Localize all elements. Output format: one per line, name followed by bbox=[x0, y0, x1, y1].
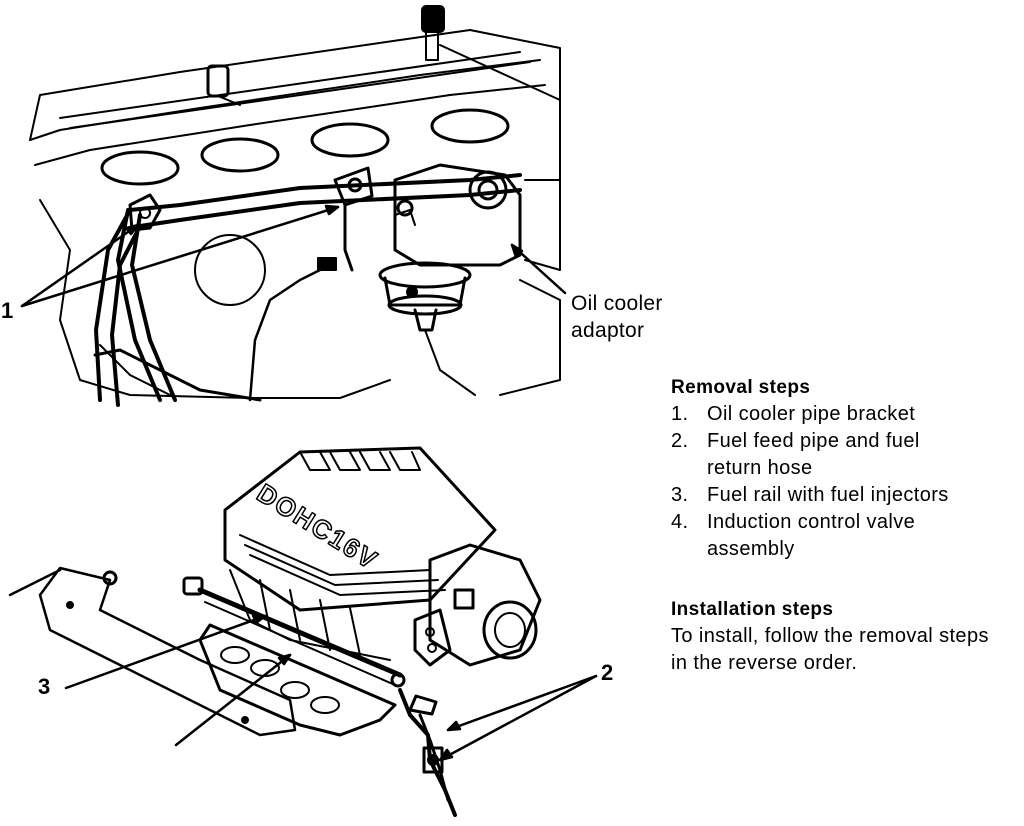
step-text: Induction control valve assembly bbox=[707, 511, 916, 560]
oil-cooler-label: Oil cooler adaptor bbox=[571, 292, 663, 342]
installation-text: To install, follow the removal steps in … bbox=[671, 625, 989, 674]
callout-3-leaders bbox=[8, 568, 292, 747]
step-text: Oil cooler pipe bracket bbox=[707, 403, 916, 425]
callout-1-leaders bbox=[20, 204, 340, 308]
step-number: 2. bbox=[671, 430, 689, 452]
removal-steps: Removal steps 1. Oil cooler pipe bracket… bbox=[671, 374, 1007, 563]
removal-step: 3. Fuel rail with fuel injectors bbox=[671, 482, 1007, 509]
oil-cooler-leader bbox=[510, 243, 567, 295]
callout-2-leaders bbox=[438, 674, 598, 762]
removal-list: 1. Oil cooler pipe bracket 2. Fuel feed … bbox=[671, 401, 1007, 563]
removal-heading: Removal steps bbox=[671, 377, 811, 398]
plenum-engraving: DOHC16V bbox=[252, 478, 384, 576]
installation-heading: Installation steps bbox=[671, 599, 834, 620]
removal-step: 4. Induction control valve assembly bbox=[671, 509, 1007, 563]
removal-step: 1. Oil cooler pipe bracket bbox=[671, 401, 1007, 428]
step-number: 4. bbox=[671, 511, 689, 533]
callout-2: 2 bbox=[601, 660, 614, 685]
step-text: Fuel feed pipe and fuel return hose bbox=[707, 430, 920, 479]
removal-step: 2. Fuel feed pipe and fuel return hose bbox=[671, 428, 1007, 482]
installation-steps: Installation steps To install, follow th… bbox=[671, 596, 1011, 677]
step-text: Fuel rail with fuel injectors bbox=[707, 484, 949, 506]
intake-manifold-view bbox=[38, 446, 542, 817]
callout-3: 3 bbox=[38, 674, 51, 699]
step-number: 1. bbox=[671, 403, 689, 425]
step-number: 3. bbox=[671, 484, 689, 506]
callout-1: 1 bbox=[1, 298, 14, 323]
top-engine-view bbox=[29, 5, 561, 407]
